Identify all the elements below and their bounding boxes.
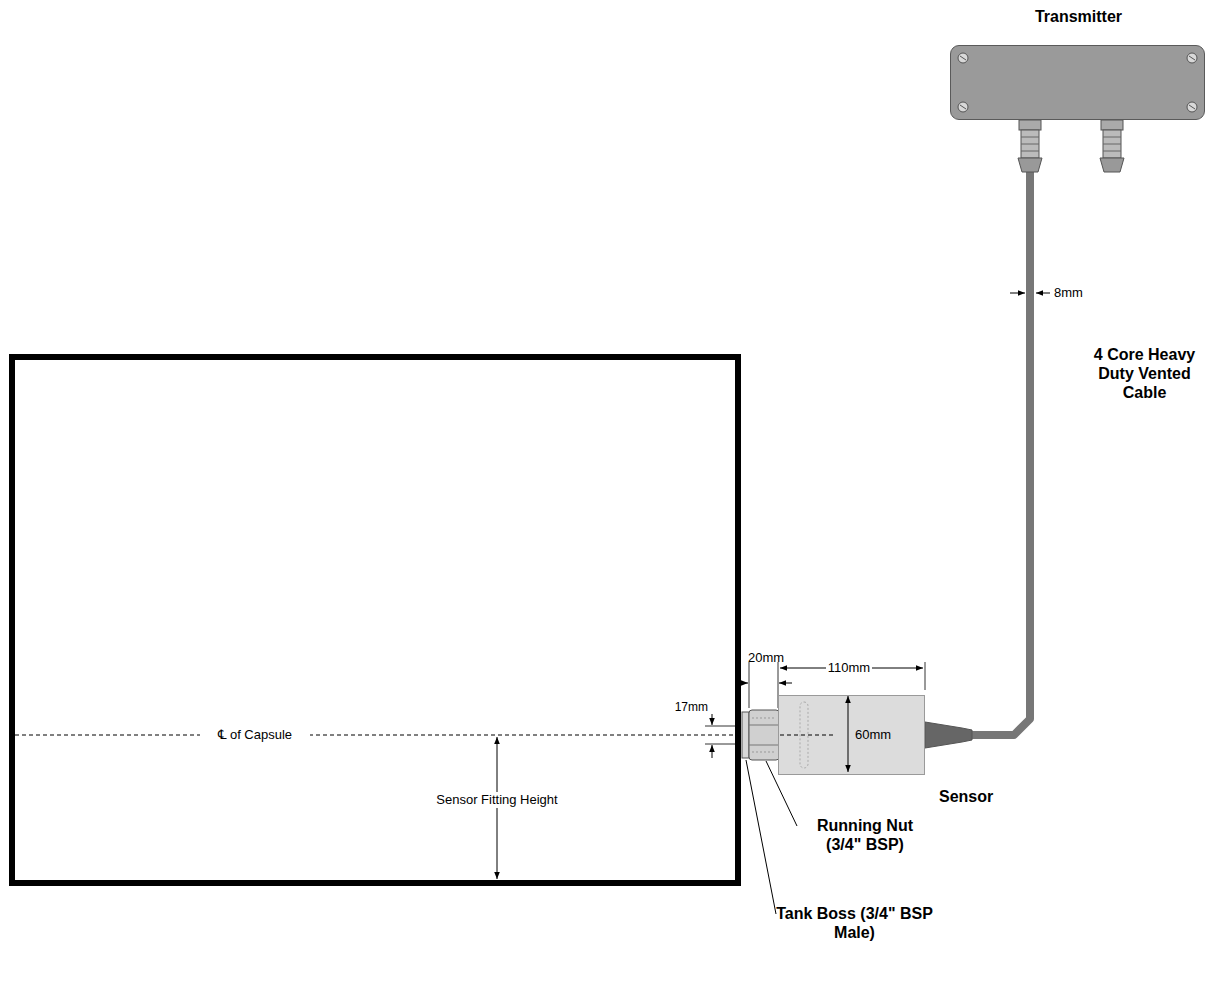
screw-heads bbox=[951, 46, 1204, 119]
dimension-label: 60mm bbox=[855, 727, 905, 743]
node-title: Sensor bbox=[939, 788, 993, 806]
extension-line bbox=[705, 744, 740, 745]
nut-thread bbox=[752, 752, 776, 753]
dimension-label: 17mm bbox=[672, 700, 708, 714]
dimension-arrow bbox=[1010, 293, 1025, 294]
centre-line-label: ℄ of Capsule bbox=[200, 727, 310, 743]
dimension-label: Sensor Fitting Height bbox=[427, 792, 567, 808]
nut-facet bbox=[749, 725, 779, 726]
sensor-plug bbox=[925, 722, 972, 748]
screw bbox=[1187, 53, 1197, 63]
screw bbox=[958, 53, 968, 63]
cable-gland bbox=[1018, 120, 1042, 172]
running-nut bbox=[749, 710, 779, 760]
sensor-body: Sensor bbox=[778, 695, 925, 775]
part-name: Tank Boss (3/4" BSP Male) bbox=[772, 904, 937, 942]
extension-line bbox=[749, 662, 750, 708]
transmitter-box: Transmitter bbox=[950, 45, 1205, 120]
dimension-line bbox=[497, 737, 498, 879]
nut-thread bbox=[752, 718, 776, 719]
dimension-label: 110mm bbox=[826, 660, 872, 676]
leader-line bbox=[746, 760, 776, 914]
tank-outline bbox=[12, 357, 738, 883]
cable bbox=[925, 120, 1030, 735]
extension-line bbox=[705, 726, 740, 727]
dimension-label: 8mm bbox=[1054, 285, 1104, 301]
cable-label: 4 Core Heavy Duty Vented Cable bbox=[1082, 345, 1207, 403]
screw bbox=[1187, 102, 1197, 112]
extension-line bbox=[925, 662, 926, 690]
dimension-arrow bbox=[712, 745, 713, 758]
centre-line bbox=[15, 735, 780, 736]
dimension-label: 20mm bbox=[741, 650, 791, 666]
dimension-arrow bbox=[1036, 293, 1050, 294]
screw bbox=[958, 102, 968, 112]
dimension-arrow bbox=[712, 714, 713, 725]
nut-facet bbox=[749, 745, 779, 746]
dimension-arrow bbox=[779, 683, 792, 684]
part-name: Running Nut (3/4" BSP) bbox=[800, 816, 930, 854]
tank-boss bbox=[742, 712, 749, 758]
cable-gland bbox=[1100, 120, 1124, 172]
dimension-arrow bbox=[736, 683, 748, 684]
node-title: Transmitter bbox=[951, 8, 1206, 26]
